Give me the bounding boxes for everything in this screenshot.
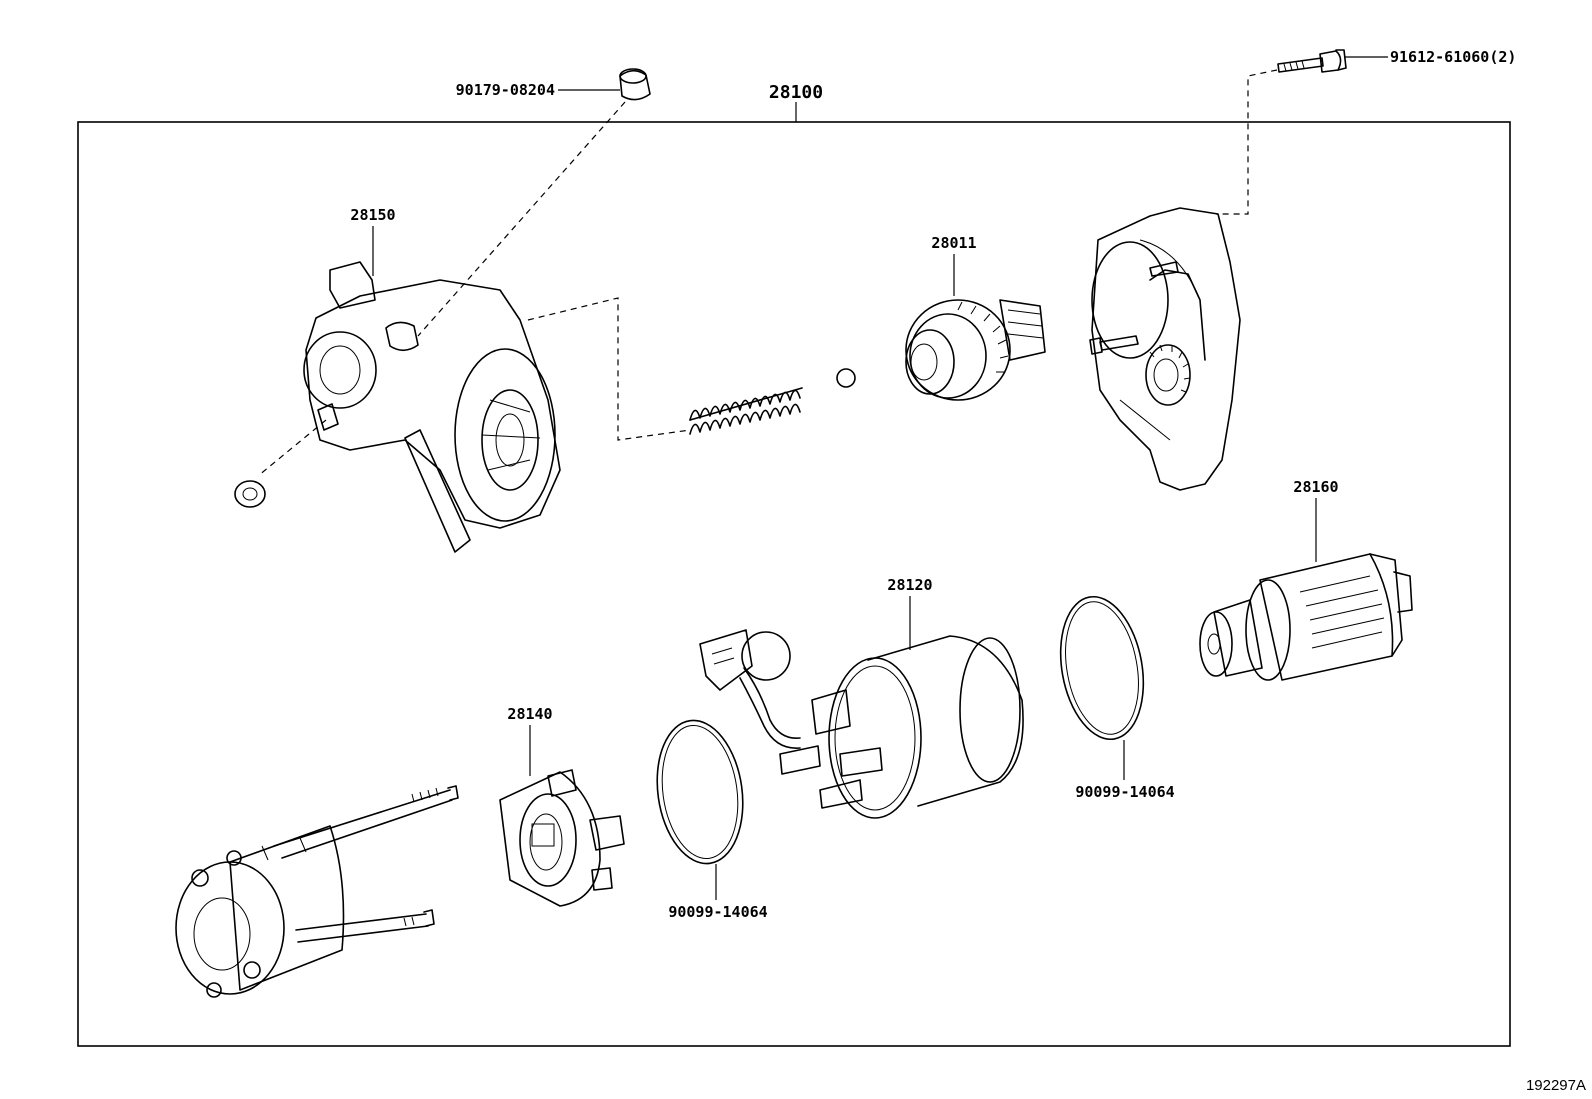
yoke-terminal-part[interactable] [699, 629, 791, 691]
label-housing[interactable]: 28150 [350, 206, 395, 224]
label-clutch[interactable]: 28011 [931, 234, 976, 252]
label-cap-nut[interactable]: 90179-08204 [456, 81, 555, 99]
bolt-dash [1216, 69, 1278, 215]
oring-right-part[interactable] [1050, 590, 1154, 746]
armature-part[interactable] [1199, 553, 1413, 681]
label-armature[interactable]: 28160 [1293, 478, 1338, 496]
housing-nut-part[interactable] [234, 480, 266, 508]
oring-right-inner [1065, 601, 1139, 735]
bolt-part[interactable] [1277, 49, 1347, 73]
label-oring-right[interactable]: 90099-14064 [1075, 783, 1174, 801]
housing-part[interactable] [303, 261, 561, 553]
label-assembly[interactable]: 28100 [769, 82, 823, 103]
yoke-part[interactable] [739, 635, 1024, 819]
oring-left-inner [661, 724, 739, 860]
return-spring-part[interactable] [689, 387, 803, 435]
cap-nut-part[interactable] [619, 68, 651, 101]
assembly-frame [77, 121, 1511, 1047]
brush-holder-part[interactable] [499, 769, 625, 907]
motor-yoke-part[interactable] [175, 785, 459, 998]
clutch-part[interactable] [905, 299, 1046, 401]
oring-left-part[interactable] [648, 715, 751, 869]
figure-code: 192297A [1526, 1077, 1586, 1094]
label-oring-left[interactable]: 90099-14064 [668, 903, 767, 921]
spring-dash [527, 297, 691, 441]
drive-frame-part[interactable] [1089, 207, 1241, 491]
label-yoke[interactable]: 28120 [887, 576, 932, 594]
label-brush-holder[interactable]: 28140 [507, 705, 552, 723]
label-bolt[interactable]: 91612-61060(2) [1390, 48, 1516, 66]
cap-nut-dash [417, 101, 626, 337]
housing-nut-dash [257, 419, 327, 477]
steel-ball-part[interactable] [836, 368, 856, 388]
